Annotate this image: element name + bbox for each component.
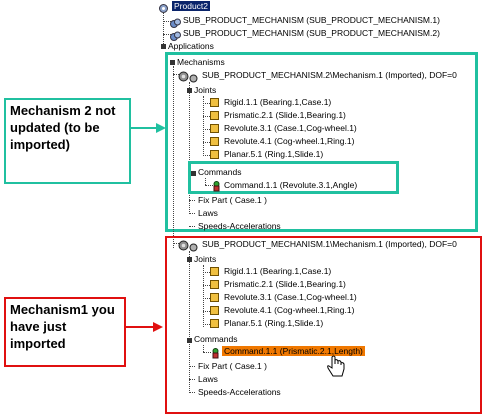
commands-bullet xyxy=(187,338,192,343)
product-gear-icon xyxy=(158,1,169,13)
callout-mechanism2: Mechanism 2 not updated (to be imported) xyxy=(4,98,131,184)
mechanism-gear-icon xyxy=(178,238,189,251)
revolute-joint-icon xyxy=(210,137,219,146)
fix-part-node[interactable]: Fix Part ( Case.1 ) xyxy=(198,361,267,371)
joint-node[interactable]: Rigid.1.1 (Bearing.1,Case.1) xyxy=(224,97,332,107)
joints-node[interactable]: Joints xyxy=(194,254,217,264)
sub-product-node-2[interactable]: SUB_PRODUCT_MECHANISM (SUB_PRODUCT_MECHA… xyxy=(183,28,440,38)
mechanism-gear-icon xyxy=(178,69,189,82)
mechanism-gear-icon xyxy=(188,71,199,83)
hand-cursor-icon xyxy=(325,355,347,379)
joint-node[interactable]: Prismatic.2.1 (Slide.1,Bearing.1) xyxy=(224,110,346,120)
joint-node[interactable]: Revolute.4.1 (Cog-wheel.1,Ring.1) xyxy=(224,136,355,146)
joints-node[interactable]: Joints xyxy=(194,85,217,95)
mechanisms-node[interactable]: Mechanisms xyxy=(177,57,225,67)
mechanisms-bullet xyxy=(170,60,175,65)
joint-node[interactable]: Rigid.1.1 (Bearing.1,Case.1) xyxy=(224,266,332,276)
product-node[interactable]: Product2 xyxy=(172,1,211,11)
speeds-accelerations-node[interactable]: Speeds-Accelerations xyxy=(198,221,281,231)
command-icon xyxy=(212,179,221,192)
rigid-joint-icon xyxy=(210,267,219,276)
prismatic-joint-icon xyxy=(210,280,219,289)
command2-highlight-box xyxy=(188,161,399,194)
revolute-joint-icon xyxy=(210,124,219,133)
laws-node[interactable]: Laws xyxy=(198,374,218,384)
sub-product-node-1[interactable]: SUB_PRODUCT_MECHANISM (SUB_PRODUCT_MECHA… xyxy=(183,15,440,25)
applications-bullet xyxy=(161,44,166,49)
mechanism-gear-icon xyxy=(188,240,199,252)
joint-node[interactable]: Revolute.3.1 (Case.1,Cog-wheel.1) xyxy=(224,292,357,302)
sub-product-icon xyxy=(170,16,181,28)
joint-node[interactable]: Prismatic.2.1 (Slide.1,Bearing.1) xyxy=(224,279,346,289)
laws-node[interactable]: Laws xyxy=(198,208,218,218)
prismatic-joint-icon xyxy=(210,111,219,120)
speeds-accelerations-node[interactable]: Speeds-Accelerations xyxy=(198,387,281,397)
command-icon xyxy=(211,346,220,359)
joints-bullet xyxy=(187,257,192,262)
joint-node[interactable]: Revolute.4.1 (Cog-wheel.1,Ring.1) xyxy=(224,305,355,315)
revolute-joint-icon xyxy=(210,306,219,315)
commands-node[interactable]: Commands xyxy=(198,167,242,177)
joints-bullet xyxy=(187,88,192,93)
mechanism1-node[interactable]: SUB_PRODUCT_MECHANISM.1\Mechanism.1 (Imp… xyxy=(202,239,457,249)
commands-bullet xyxy=(191,171,196,176)
planar-joint-icon xyxy=(210,150,219,159)
fix-part-node[interactable]: Fix Part ( Case.1 ) xyxy=(198,195,267,205)
revolute-joint-icon xyxy=(210,293,219,302)
mechanism2-node[interactable]: SUB_PRODUCT_MECHANISM.2\Mechanism.1 (Imp… xyxy=(202,70,457,80)
joint-node[interactable]: Planar.5.1 (Ring.1,Slide.1) xyxy=(224,149,324,159)
joint-node[interactable]: Revolute.3.1 (Case.1,Cog-wheel.1) xyxy=(224,123,357,133)
sub-product-icon xyxy=(170,29,181,41)
applications-node[interactable]: Applications xyxy=(168,41,214,51)
rigid-joint-icon xyxy=(210,98,219,107)
callout-mechanism1: Mechanism1 you have just imported xyxy=(4,297,126,367)
planar-joint-icon xyxy=(210,319,219,328)
joint-node[interactable]: Planar.5.1 (Ring.1,Slide.1) xyxy=(224,318,324,328)
command-node-selected[interactable]: Command.1.1 (Prismatic.2.1,Length) xyxy=(222,346,365,356)
commands-node[interactable]: Commands xyxy=(194,334,238,344)
mechanism1-highlight-box xyxy=(165,236,482,414)
mechanism2-highlight-box xyxy=(165,52,478,232)
command-node[interactable]: Command.1.1 (Revolute.3.1,Angle) xyxy=(224,180,358,190)
